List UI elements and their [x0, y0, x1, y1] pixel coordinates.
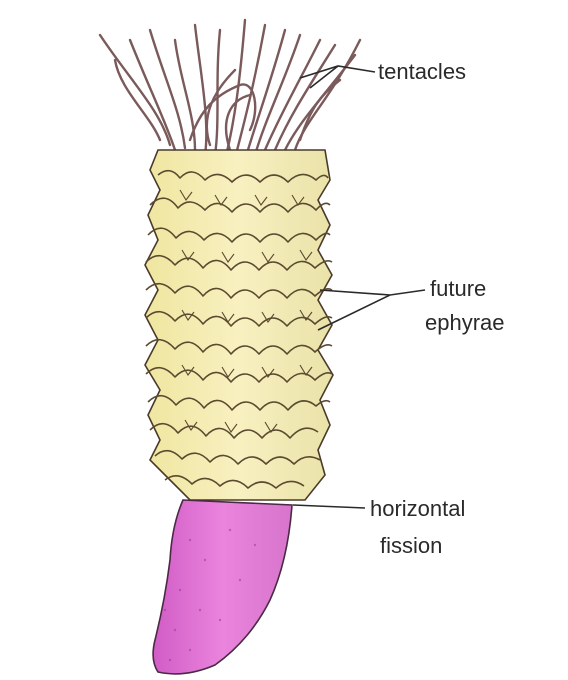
label-future: future	[430, 276, 486, 301]
ephyrae-leader	[318, 290, 425, 330]
stalk	[153, 500, 292, 674]
label-tentacles: tentacles	[378, 59, 466, 84]
fission-leader	[293, 505, 365, 508]
label-fission: fission	[380, 533, 442, 558]
label-horizontal: horizontal	[370, 496, 465, 521]
tentacles-group	[100, 20, 360, 160]
label-ephyrae: ephyrae	[425, 310, 505, 335]
